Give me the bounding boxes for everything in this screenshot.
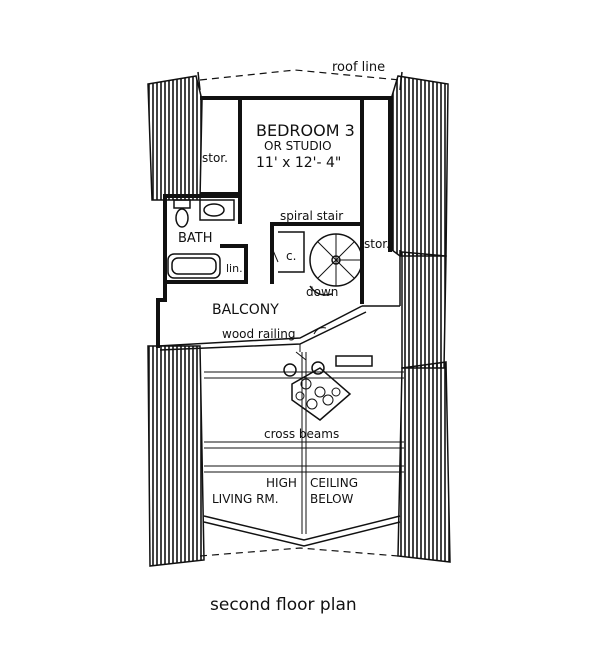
- wood-railing-label: wood railing: [222, 327, 295, 341]
- bedroom-label: BEDROOM 3: [256, 121, 355, 140]
- storage-right-label: stor.: [364, 237, 390, 251]
- plan-caption: second floor plan: [210, 595, 357, 615]
- fireplace-chimney: [283, 351, 373, 421]
- roof-line-label: roof line: [332, 60, 385, 75]
- living-room-label: LIVING RM.: [212, 492, 279, 506]
- cross-beams-label: cross beams: [264, 427, 339, 441]
- walls: [156, 96, 401, 348]
- below-label: BELOW: [310, 492, 354, 506]
- bath-fixtures: [167, 199, 235, 279]
- living-room-window-wall: [199, 515, 401, 557]
- high-label: HIGH: [266, 476, 297, 490]
- roof-slope-upper-right: [391, 75, 449, 257]
- closet-outline: [271, 231, 305, 273]
- ceiling-label: CEILING: [310, 476, 358, 490]
- roof-slope-lower-right: [397, 361, 451, 563]
- spiral-stair-label: spiral stair: [280, 209, 343, 223]
- bedroom-dimensions: 11' x 12'- 4": [256, 155, 341, 171]
- bedroom-sub-label: OR STUDIO: [264, 139, 332, 153]
- railing-line: [157, 305, 367, 352]
- down-label: down: [306, 285, 338, 299]
- cross-beams: [204, 352, 404, 534]
- balcony-label: BALCONY: [212, 302, 279, 318]
- spiral-stair-symbol: [309, 233, 363, 296]
- closet-label: c.: [286, 249, 296, 263]
- storage-left-label: stor.: [202, 151, 228, 165]
- bath-label: BATH: [178, 231, 213, 246]
- roof-slope-upper-left: [147, 75, 203, 201]
- roof-slope-lower-left: [147, 345, 205, 567]
- roof-slope-right-mid: [401, 251, 447, 369]
- linen-label: lin.: [226, 262, 243, 275]
